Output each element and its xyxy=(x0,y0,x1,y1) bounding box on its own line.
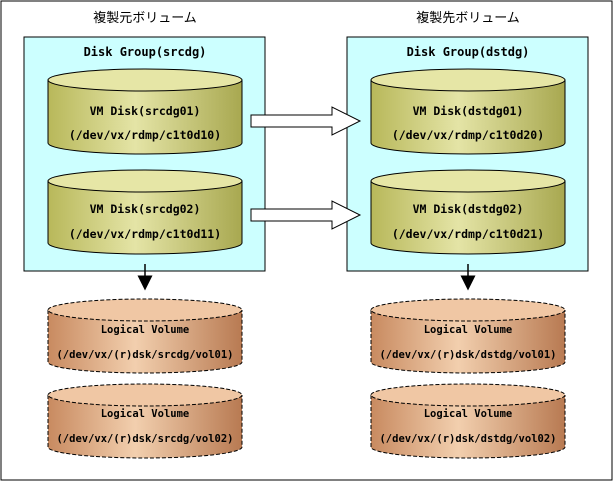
source-vm-disk-2: VM Disk(srcdg02) (/dev/vx/rdmp/c1t0d11) xyxy=(47,169,243,255)
source-logical-volume-2: Logical Volume (/dev/vx/(r)dsk/srcdg/vol… xyxy=(47,383,243,459)
source-logical-volume-2-path: (/dev/vx/(r)dsk/srcdg/vol02) xyxy=(56,433,233,445)
source-vm-disk-1: VM Disk(srcdg01) (/dev/vx/rdmp/c1t0d10) xyxy=(47,68,243,155)
source-vm-disk-1-path: (/dev/vx/rdmp/c1t0d10) xyxy=(69,128,221,142)
source-logical-volume-2-name: Logical Volume xyxy=(101,408,190,420)
target-vm-disk-2-name: VM Disk(dstdg02) xyxy=(413,202,524,216)
target-logical-volume-1: Logical Volume (/dev/vx/(r)dsk/dstdg/vol… xyxy=(370,298,566,374)
source-logical-volume-1-name: Logical Volume xyxy=(101,324,190,336)
source-vm-disk-2-name: VM Disk(srcdg02) xyxy=(90,202,201,216)
target-logical-volume-2: Logical Volume (/dev/vx/(r)dsk/dstdg/vol… xyxy=(370,383,566,459)
source-vm-disk-1-name: VM Disk(srcdg01) xyxy=(90,104,201,118)
target-vm-disk-1-name: VM Disk(dstdg01) xyxy=(413,104,524,118)
target-logical-volume-2-path: (/dev/vx/(r)dsk/dstdg/vol02) xyxy=(379,433,556,445)
source-logical-volume-1-path: (/dev/vx/(r)dsk/srcdg/vol01) xyxy=(56,349,233,361)
target-vm-disk-2-path: (/dev/vx/rdmp/c1t0d21) xyxy=(392,227,544,241)
target-vm-disk-1-path: (/dev/vx/rdmp/c1t0d20) xyxy=(392,128,544,142)
target-logical-volume-2-name: Logical Volume xyxy=(424,408,513,420)
target-vm-disk-2: VM Disk(dstdg02) (/dev/vx/rdmp/c1t0d21) xyxy=(370,169,566,255)
copy-arrow-1 xyxy=(250,106,362,136)
target-disk-group-label: Disk Group(dstdg) xyxy=(407,45,530,59)
copy-arrow-2 xyxy=(250,200,362,230)
target-logical-volume-1-name: Logical Volume xyxy=(424,324,513,336)
target-volume-title: 複製先ボリューム xyxy=(416,10,520,26)
source-volume-title: 複製元ボリューム xyxy=(93,10,197,26)
source-vm-disk-2-path: (/dev/vx/rdmp/c1t0d11) xyxy=(69,227,221,241)
source-logical-volume-1: Logical Volume (/dev/vx/(r)dsk/srcdg/vol… xyxy=(47,298,243,374)
source-disk-group-label: Disk Group(srcdg) xyxy=(84,45,207,59)
target-vm-disk-1: VM Disk(dstdg01) (/dev/vx/rdmp/c1t0d20) xyxy=(370,68,566,155)
target-logical-volume-1-path: (/dev/vx/(r)dsk/dstdg/vol01) xyxy=(379,349,556,361)
